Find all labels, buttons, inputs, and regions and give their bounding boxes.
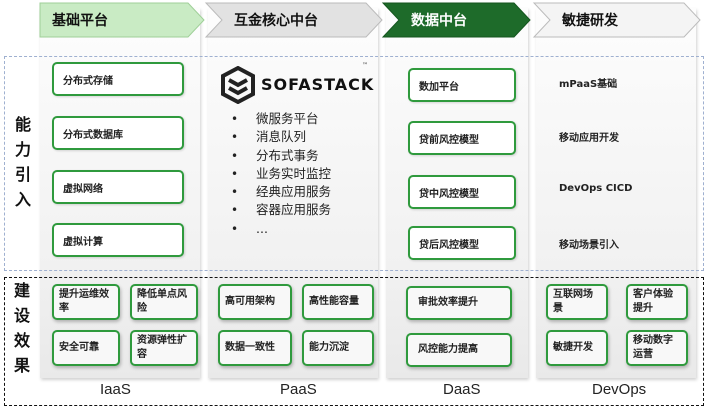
sofastack-logo-text: SOFASTACK — [261, 75, 375, 94]
daas-effect-risk-control: 风控能力提高 — [406, 333, 512, 367]
iaas-cap-compute: 虚拟计算 — [52, 223, 184, 257]
row-label-effect: 建 设 效 果 — [13, 281, 30, 375]
devops-cap-mpaas: mPaaS基础 — [559, 79, 618, 90]
devops-cap-mobile-dev: 移动应用开发 — [559, 133, 619, 144]
list-item: 分布式事务 — [228, 147, 331, 166]
stage-label-devops: 敏捷研发 — [562, 13, 618, 29]
list-item: 业务实时监控 — [228, 165, 331, 184]
paas-effect-high-availability: 高可用架构 — [218, 284, 292, 320]
sofastack-logo-icon — [221, 66, 255, 104]
paas-capability-list: 微服务平台 消息队列 分布式事务 业务实时监控 经典应用服务 容器应用服务 ..… — [228, 110, 331, 238]
daas-cap-mid-loan-model: 贷中风控模型 — [408, 175, 516, 209]
list-item: 微服务平台 — [228, 110, 331, 129]
daas-cap-post-loan-model: 贷后风控模型 — [408, 226, 516, 260]
list-item: 容器应用服务 — [228, 201, 331, 220]
stage-label-daas: 数据中台 — [411, 13, 467, 29]
iaas-effect-elastic-scaling: 资源弹性扩容 — [130, 330, 198, 366]
daas-cap-data-platform: 数加平台 — [408, 68, 516, 102]
devops-effect-internet-scene: 互联网场景 — [546, 284, 608, 320]
chevron-devops — [532, 2, 701, 38]
paas-effect-capability-accumulation: 能力沉淀 — [302, 330, 374, 366]
paas-effect-high-performance: 高性能容量 — [302, 284, 374, 320]
devops-effect-agile-dev: 敏捷开发 — [546, 330, 608, 366]
devops-effect-mobile-operation: 移动数字运营 — [626, 330, 688, 366]
sofastack-trademark: ™ — [362, 62, 368, 69]
stage-chevrons — [39, 2, 701, 38]
chevron-iaas — [39, 2, 205, 38]
iaas-cap-database: 分布式数据库 — [52, 116, 184, 150]
devops-cap-cicd: DevOps CICD — [559, 183, 633, 194]
iaas-effect-ops-efficiency: 提升运维效率 — [52, 284, 120, 320]
footer-label-iaas: IaaS — [100, 381, 131, 398]
stage-label-iaas: 基础平台 — [52, 13, 108, 29]
iaas-cap-network: 虚拟网络 — [52, 170, 184, 204]
iaas-effect-reliability: 安全可靠 — [52, 330, 120, 366]
daas-cap-pre-loan-model: 贷前风控模型 — [408, 121, 516, 155]
footer-label-daas: DaaS — [443, 381, 481, 398]
row-label-capability: 能 力 引 入 — [14, 115, 31, 209]
iaas-cap-storage: 分布式存储 — [52, 62, 184, 96]
paas-effect-data-consistency: 数据一致性 — [218, 330, 292, 366]
list-item: 消息队列 — [228, 128, 331, 147]
iaas-effect-single-point-risk: 降低单点风险 — [130, 284, 198, 320]
footer-label-paas: PaaS — [280, 381, 317, 398]
list-item: 经典应用服务 — [228, 183, 331, 202]
capability-band — [4, 56, 704, 271]
devops-effect-customer-experience: 客户体验提升 — [626, 284, 688, 320]
stage-label-paas: 互金核心中台 — [234, 13, 318, 29]
chevron-daas — [381, 2, 531, 38]
chevron-paas — [204, 2, 383, 38]
daas-effect-approval-efficiency: 审批效率提升 — [406, 286, 512, 320]
list-item: ... — [228, 220, 331, 239]
effect-band — [4, 277, 704, 406]
devops-cap-mobile-scene: 移动场景引入 — [559, 240, 619, 251]
footer-label-devops: DevOps — [592, 381, 647, 398]
